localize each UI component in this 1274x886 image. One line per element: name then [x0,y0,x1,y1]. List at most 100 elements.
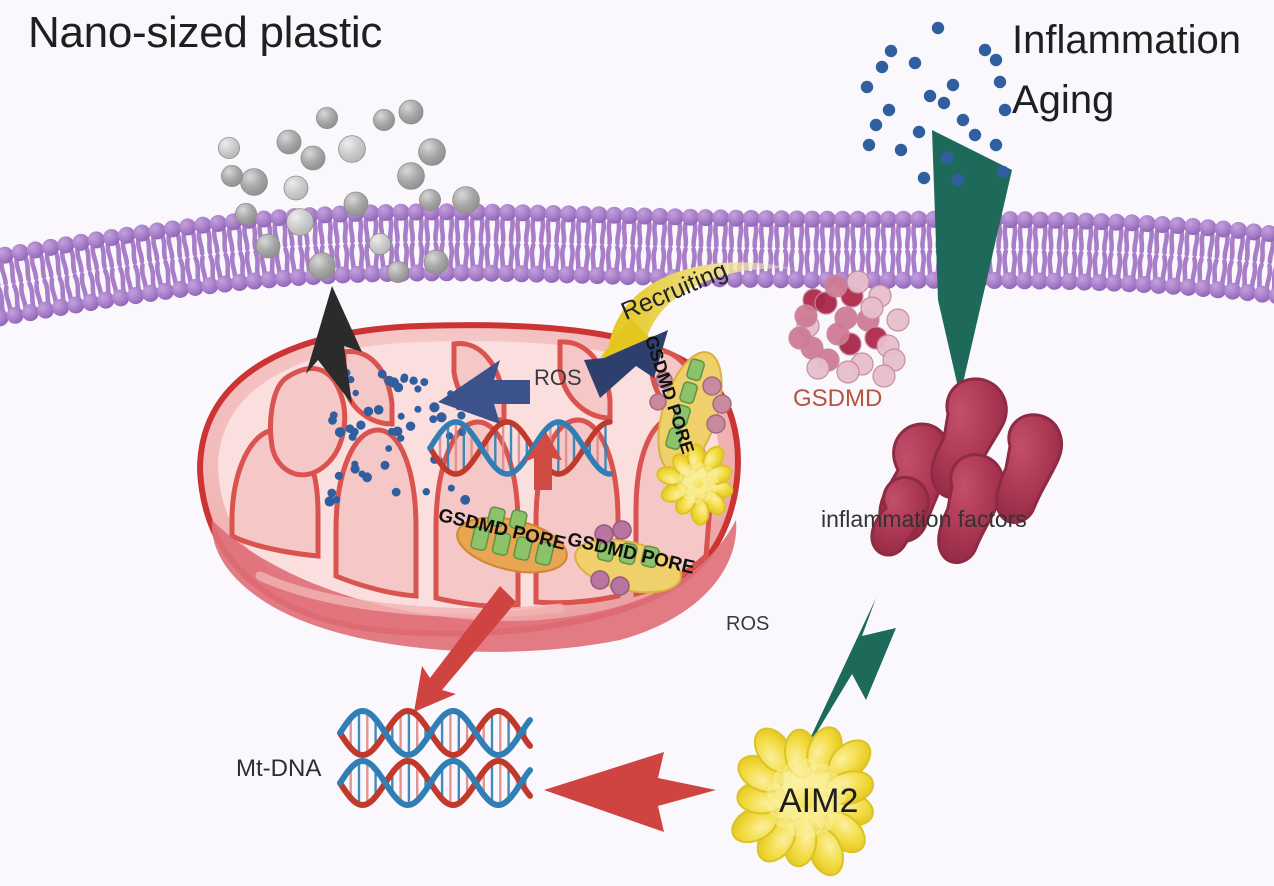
phospholipid [1060,212,1080,291]
gsdmd-monomer [814,291,838,315]
cytokine-particle [996,165,1010,179]
nanoplastic-particle [283,175,309,201]
cytokine-particle [860,80,874,94]
ros-particle [447,484,455,492]
nanoplastic-particle [386,260,409,283]
cytokine-particle [940,151,954,165]
ros-particle [324,496,335,507]
pore-units [596,539,660,569]
phospholipid [224,213,249,291]
phospholipid [741,209,760,288]
gsdmd-pore-vertical [649,351,732,473]
ros-particle [422,488,430,496]
pore-units [470,506,555,566]
phospholipid [1164,216,1187,295]
ros-particle [429,402,440,413]
protein-highlight [700,472,719,485]
ros-particle [391,487,401,497]
ros-particle [347,376,355,384]
nanoplastic-particle [220,164,243,187]
phospholipid [528,204,547,283]
phospholipid [1239,223,1263,302]
phospholipid [407,203,426,282]
phospholipid [163,220,189,298]
nanoplastic-particle [343,191,369,217]
cytokine-particle [998,103,1012,117]
ros-particle [414,385,422,393]
gsdmd-monomer [860,296,884,320]
phospholipid [1030,211,1049,290]
phospholipid [1150,216,1171,294]
ros-particle [436,412,447,423]
dna-strand [337,757,533,809]
mito-dna-helix [427,419,613,477]
nanoplastic-particle [368,232,391,255]
ros-particle [392,426,403,437]
nanoplastic-particle [240,168,268,196]
ros-particle [363,406,374,417]
gsdmd-monomer [872,364,896,388]
phospholipid [11,244,39,322]
nanoplastic-entry-arrow [306,286,362,404]
nanoplastic-particle [338,135,366,163]
ros-production-arrow [438,360,530,424]
phospholipid [649,207,669,286]
gsdmd-monomer [806,356,830,380]
ros-particle [373,405,384,415]
gsdmd-monomer-cloud [788,270,910,388]
ros-particle [457,411,466,420]
gsdmd-monomer [794,304,818,328]
phospholipid [194,216,219,295]
cytokine-particle [956,113,970,127]
cytokine-particle [931,21,945,35]
ros-particle [334,471,343,480]
cytokine-particle [923,89,937,103]
mito-bottom-lobe [211,520,737,652]
cytokine-export-arrow [932,130,1012,396]
cytokine-particle [951,173,965,187]
phospholipid [483,203,501,282]
cytokine-particle [908,56,922,70]
mtdna-to-aim2-arrow [544,752,716,832]
phospholipid [102,229,130,307]
mitochondrion [196,322,741,652]
gsdmd-monomer [824,274,848,298]
phospholipid [513,204,532,283]
inflammation-factor-shapes [870,377,1063,564]
aim2-cluster-upper [656,443,734,526]
cytokine-particle [978,43,992,57]
phospholipid [634,207,654,286]
phospholipid [879,210,897,289]
dna-strand [337,757,533,809]
nanoplastic-particle [315,107,338,130]
ros-particle [385,445,393,452]
gsdmd-pore-left [456,506,568,574]
nanoplastic-particle [398,99,424,125]
ros-particle [334,427,346,438]
phospholipid [787,210,806,289]
phospholipid [619,207,638,286]
gsdmd-recruit-arrow [584,330,668,398]
phospholipid [604,206,623,285]
phospholipid [1045,211,1065,290]
phospholipid [438,203,456,282]
cytokine-particle [884,44,898,58]
gsdmd-monomer [836,360,860,384]
dna-strand [427,419,613,477]
aim2-protein-complex [731,726,875,877]
nanoplastic-particle [397,162,425,190]
nanoplastic-particle [234,202,257,225]
ros-particle [345,424,355,434]
gsdmd-monomer [886,308,910,332]
nanoplastic-particle [255,233,281,259]
phospholipid [1268,264,1274,305]
phospholipid [803,210,821,289]
phospholipid [118,226,145,305]
pore-gsdmd-monomers [590,520,632,596]
cytokine-particle [989,138,1003,152]
phospholipid [1000,211,1019,290]
dna-strand [337,707,533,759]
cytokine-particle [968,128,982,142]
pore-units [665,358,705,451]
